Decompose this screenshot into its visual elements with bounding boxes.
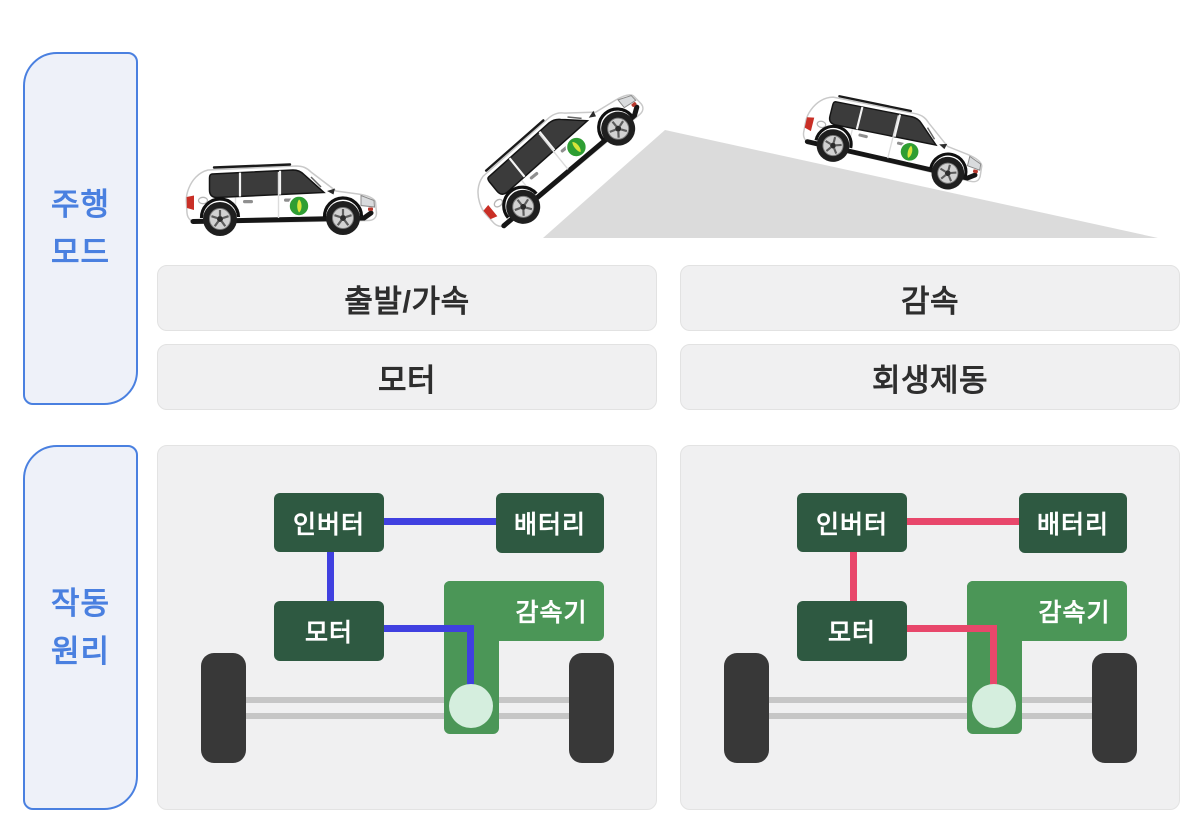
row-label-line: 주행 — [50, 187, 111, 223]
row-label-operating-principle: 작동 원리 — [23, 445, 138, 810]
wheel-left — [724, 653, 769, 763]
node-motor: 모터 — [274, 601, 384, 661]
row-label-line: 모드 — [50, 234, 111, 270]
connector-inverter-battery — [907, 518, 1019, 525]
axle-line — [246, 697, 569, 703]
wheel-right — [569, 653, 614, 763]
node-motor: 모터 — [797, 601, 907, 661]
row-label-line: 작동 — [50, 586, 111, 622]
axle-joint-circle — [449, 684, 493, 728]
connector-motor-reducer — [907, 625, 997, 632]
wheel-right — [1092, 653, 1137, 763]
hill-slope — [543, 130, 1158, 238]
connector-motor-reducer — [384, 625, 474, 632]
mode-bar-decel-phase: 감속 — [680, 265, 1180, 331]
car-level-icon — [186, 165, 376, 237]
axle-joint-circle — [972, 684, 1016, 728]
connector-inverter-battery — [384, 518, 496, 525]
connector-reducer-joint — [467, 625, 474, 691]
mode-bar-accel-mechanism: 모터 — [157, 344, 657, 410]
node-inverter: 인버터 — [274, 493, 384, 552]
axle-line — [769, 713, 1092, 719]
mode-bar-accel-phase: 출발/가속 — [157, 265, 657, 331]
row-label-line: 원리 — [50, 633, 111, 669]
axle-line — [246, 713, 569, 719]
wheel-left — [201, 653, 246, 763]
row-label-driving-mode: 주행 모드 — [23, 52, 138, 405]
diagram-acceleration: 감속기 인버터 배터리 모터 — [157, 445, 657, 810]
connector-inverter-motor — [327, 552, 334, 601]
node-battery: 배터리 — [1019, 493, 1127, 553]
reducer-label: 감속기 — [1038, 599, 1111, 627]
reducer-label: 감속기 — [515, 599, 588, 627]
node-battery: 배터리 — [496, 493, 604, 553]
driving-scene-illustration — [0, 0, 1158, 260]
axle-line — [769, 697, 1092, 703]
diagram-deceleration: 감속기 인버터 배터리 모터 — [680, 445, 1180, 810]
connector-inverter-motor — [850, 552, 857, 601]
mode-bar-decel-mechanism: 회생제동 — [680, 344, 1180, 410]
connector-reducer-joint — [990, 625, 997, 691]
node-inverter: 인버터 — [797, 493, 907, 552]
